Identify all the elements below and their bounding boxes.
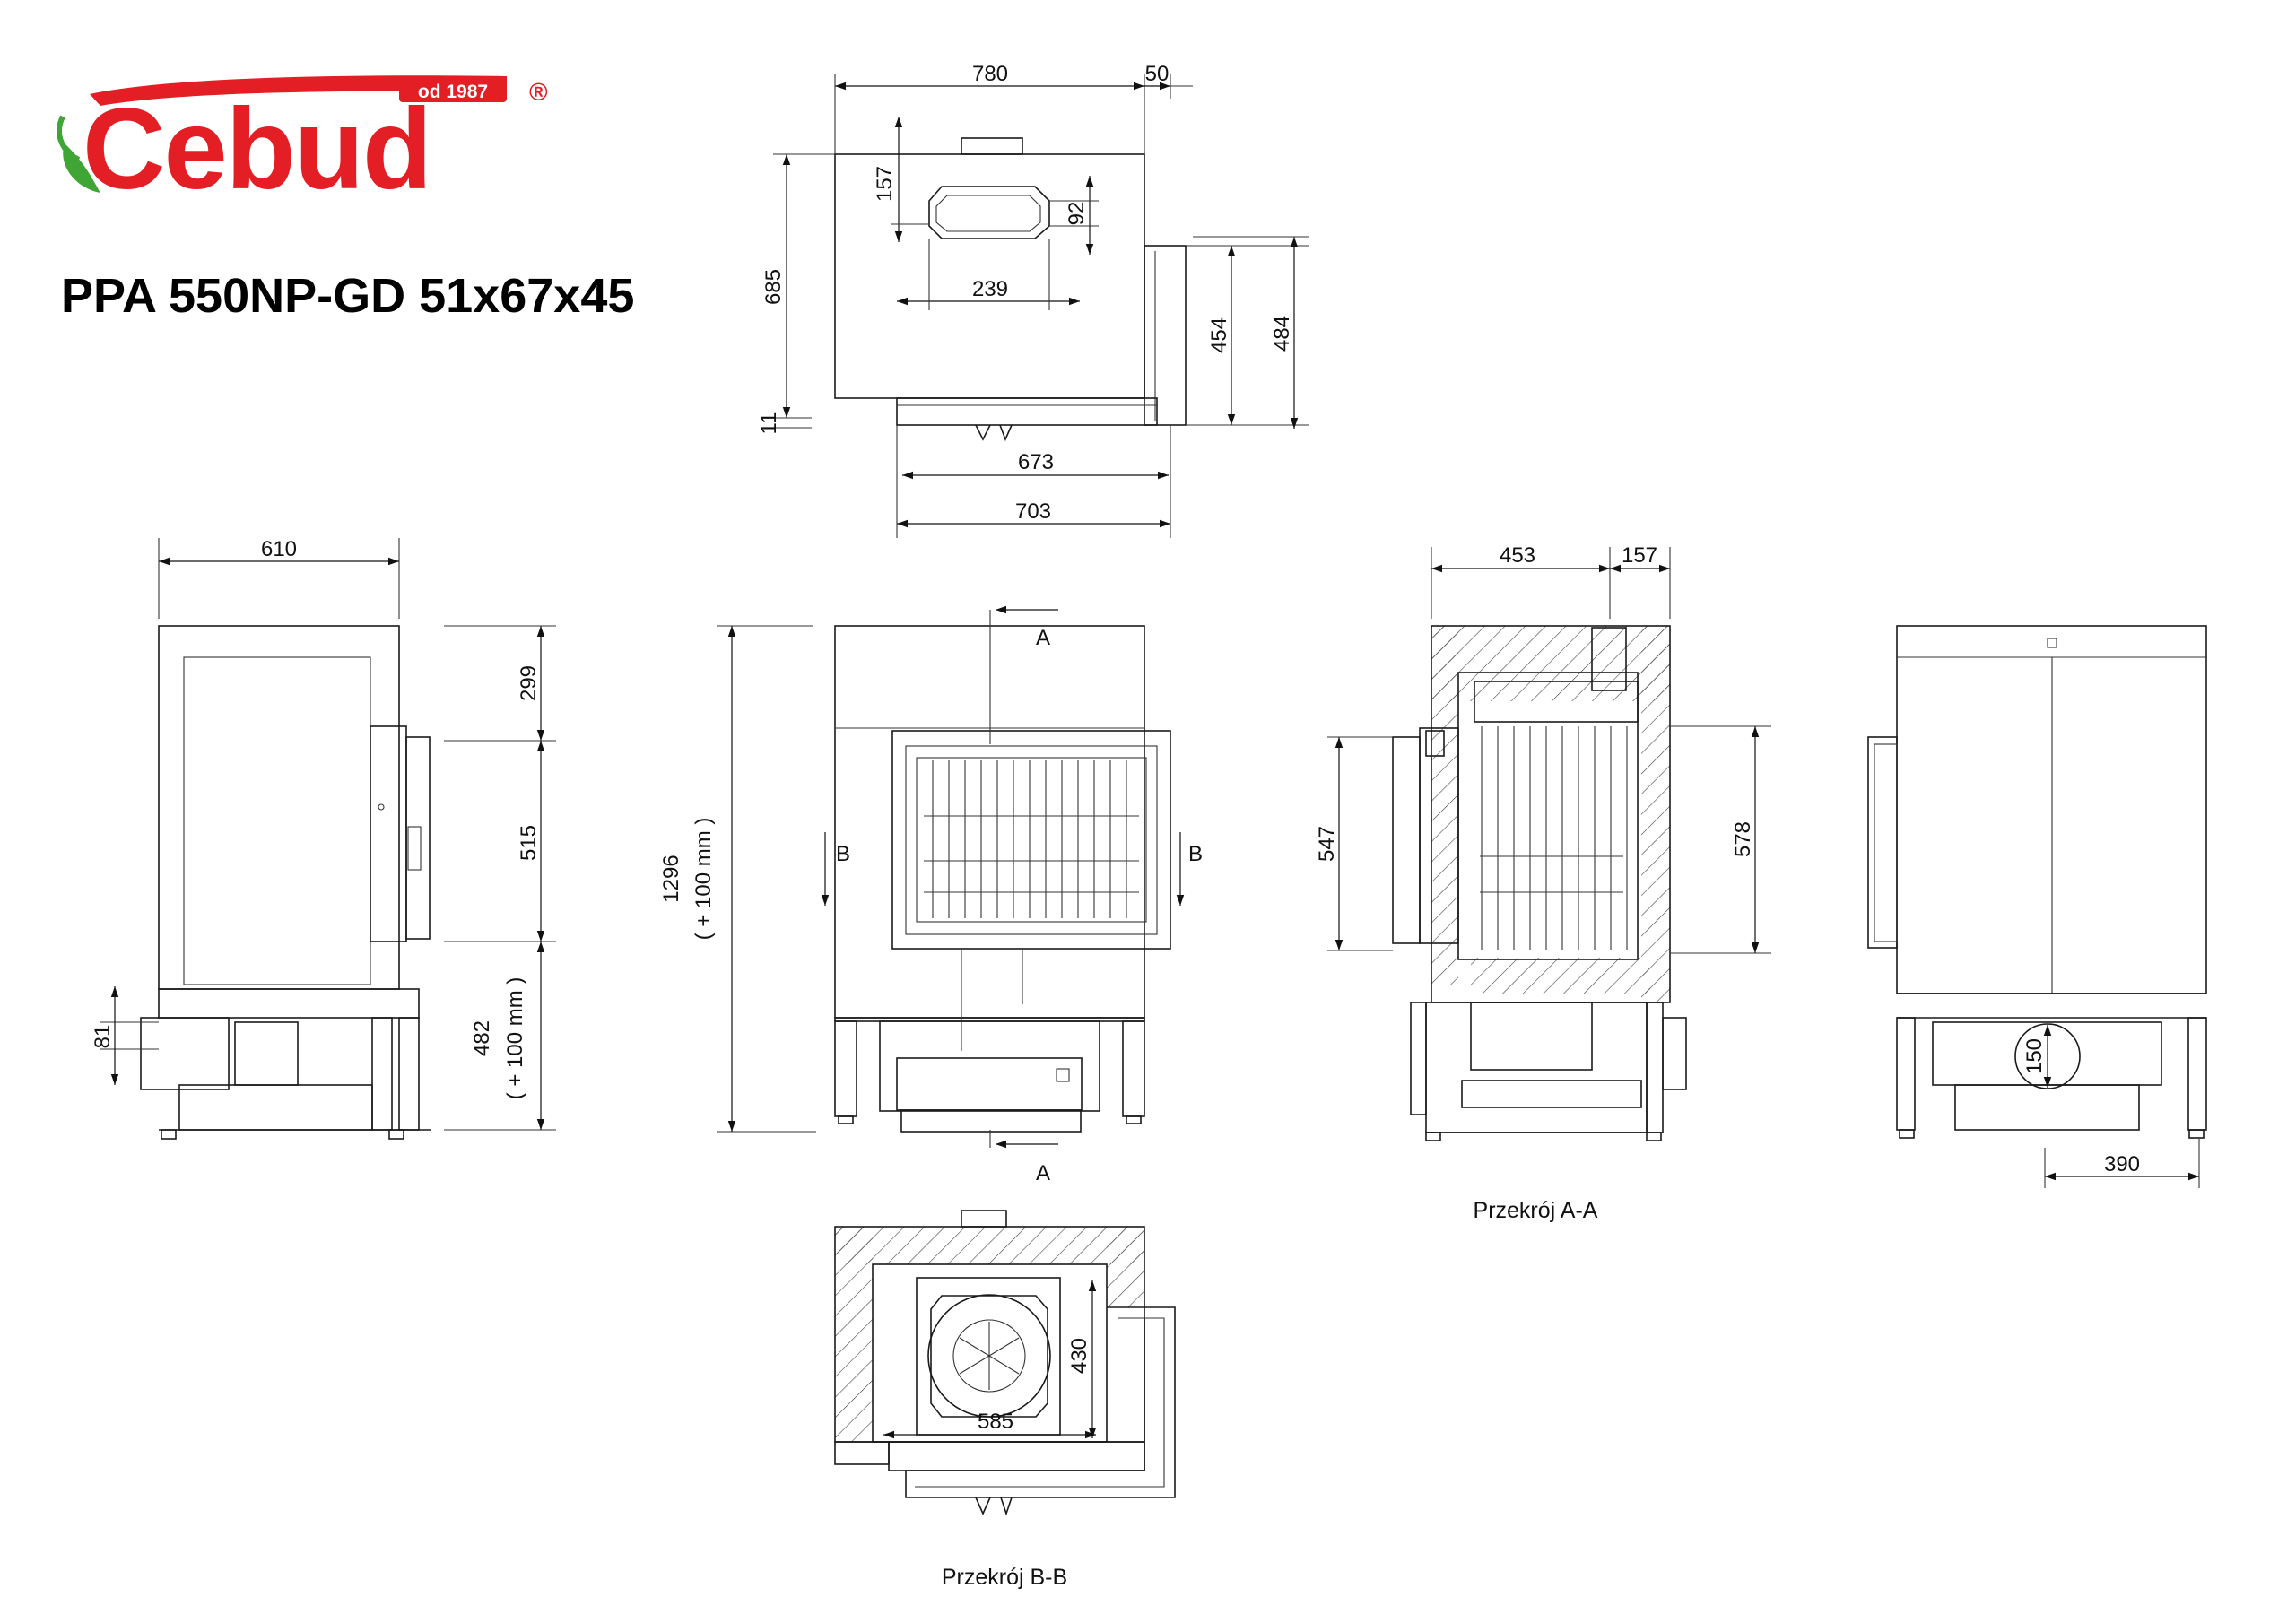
dim-h-81: 81 [91, 1025, 115, 1049]
caption-section-bb: Przekrój B-B [942, 1565, 1067, 1590]
dim-h-482: 482 [470, 1020, 494, 1056]
dim-side-454: 454 [1207, 317, 1231, 353]
dim-side-width: 610 [261, 537, 297, 561]
marker-a-bottom: A [1036, 1161, 1050, 1185]
logo-registered: ® [529, 78, 548, 106]
caption-section-aa: Przekrój A-A [1474, 1198, 1598, 1223]
section-aa-grate [1480, 726, 1628, 950]
section-bb-view: 585 430 Przekrój B-B [834, 1210, 1176, 1590]
logo-wordmark: Cebud [83, 85, 430, 213]
dim-top-depth: 685 [761, 269, 786, 305]
dim-bb-430: 430 [1067, 1338, 1091, 1374]
top-view: 780 50 685 11 157 92 239 454 484 673 703 [757, 62, 1309, 538]
dim-sec-578: 578 [1731, 821, 1755, 857]
dim-rear-390: 390 [2104, 1152, 2140, 1176]
dim-bb-585: 585 [978, 1410, 1013, 1434]
dim-h-515: 515 [517, 825, 541, 861]
dim-side-484: 484 [1270, 316, 1294, 352]
brand-logo: od 1987 ® Cebud [57, 75, 548, 213]
dim-sec-157: 157 [1622, 543, 1657, 568]
marker-a-top: A [1036, 626, 1050, 650]
marker-b-right: B [1188, 842, 1203, 866]
dim-width-673: 673 [1018, 450, 1054, 474]
product-title: PPA 550NP-GD 51x67x45 [61, 269, 634, 323]
dim-sec-547: 547 [1315, 826, 1339, 862]
dim-total-height-note: ( + 100 mm ) [691, 818, 716, 941]
dim-outlet-width: 239 [972, 277, 1008, 301]
logo-since: od 1987 [418, 82, 488, 102]
dim-top-offset: 50 [1145, 62, 1170, 86]
dim-total-height: 1296 [659, 855, 683, 902]
front-view: A A B B 1296 ( + 100 mm ) [659, 605, 1203, 1185]
section-aa-view: 453 157 547 578 Przekrój A-A [1315, 543, 1771, 1223]
dim-top-width: 780 [972, 62, 1008, 86]
side-view: 610 299 515 482 ( + 100 mm ) 81 [91, 537, 556, 1140]
marker-b-left: B [836, 842, 850, 866]
dim-outlet-depth: 157 [873, 166, 897, 202]
dim-h-482-note: ( + 100 mm ) [503, 977, 527, 1100]
dim-outlet-height: 92 [1065, 202, 1089, 226]
front-grate [924, 760, 1139, 918]
dim-h-299: 299 [517, 665, 541, 701]
dim-bottom-11: 11 [757, 412, 781, 435]
dim-width-703: 703 [1015, 499, 1051, 524]
burner-blades [959, 1322, 1020, 1390]
rear-view: 150 390 [1867, 625, 2207, 1188]
dim-sec-453: 453 [1500, 543, 1535, 568]
logo-since-badge [399, 77, 507, 102]
dim-rear-150: 150 [2022, 1038, 2047, 1074]
